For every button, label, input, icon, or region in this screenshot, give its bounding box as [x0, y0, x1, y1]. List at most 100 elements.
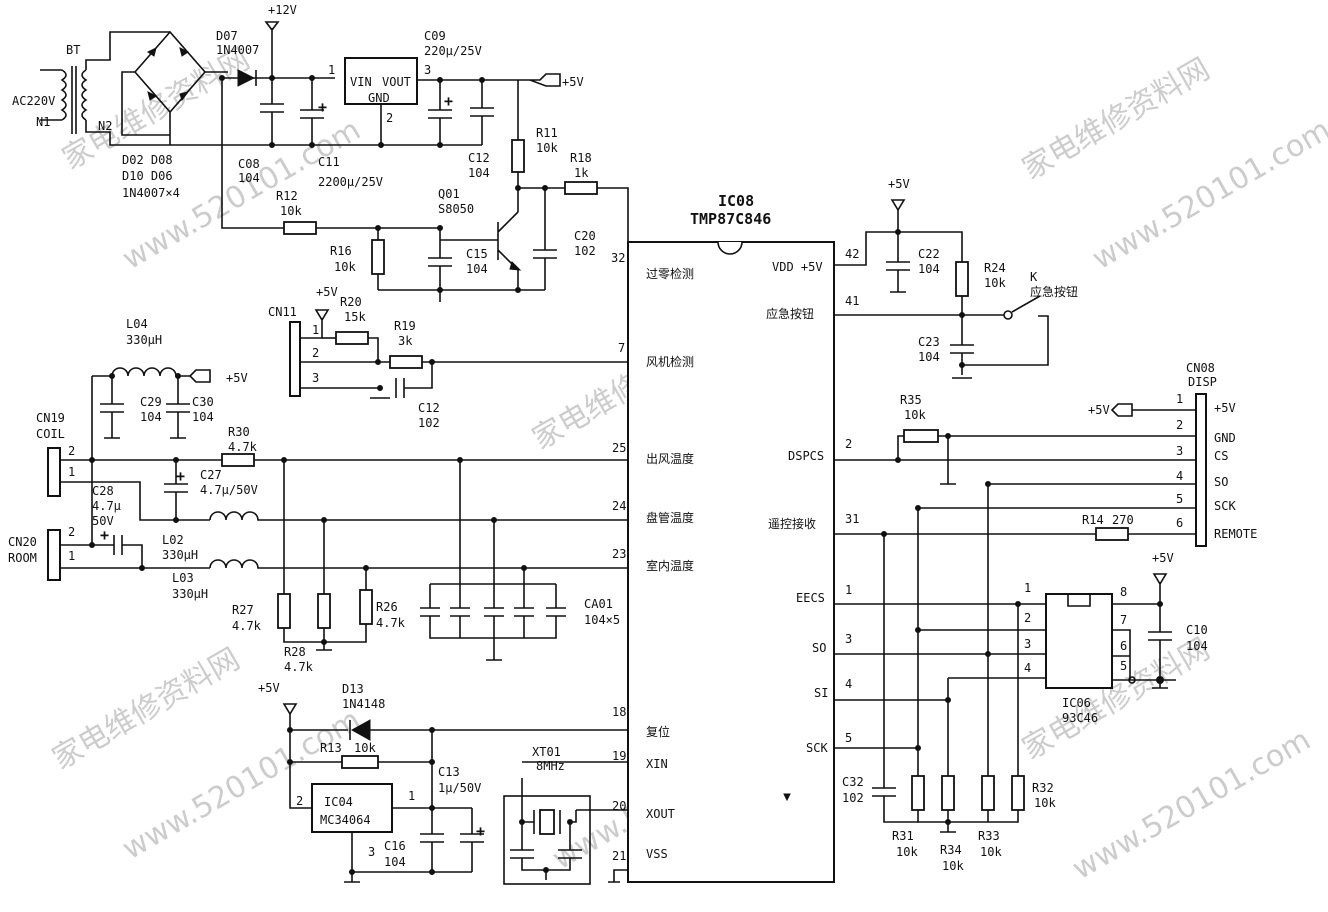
cn08-connector — [1195, 393, 1207, 547]
r24-resistor — [955, 261, 969, 297]
r18-resistor — [564, 181, 598, 195]
r12-resistor — [283, 221, 317, 235]
cn8-pin-5v: +5V — [1214, 401, 1236, 415]
r12-value: 10k — [280, 204, 302, 218]
c23-label: C23 — [918, 335, 940, 349]
c08-value: 104 — [238, 171, 260, 185]
svg-text:3: 3 — [1024, 637, 1031, 651]
r24-label: R24 — [984, 261, 1006, 275]
n2-label: N2 — [98, 119, 112, 133]
svg-text:3: 3 — [368, 845, 375, 859]
bridge-label-3: 1N4007×4 — [122, 186, 180, 200]
c29-value: 104 — [140, 410, 162, 424]
disp-label: DISP — [1188, 375, 1217, 389]
pin-dspcs: DSPCS — [788, 449, 824, 463]
r32-value: 10k — [1034, 796, 1056, 810]
c20-label: C20 — [574, 229, 596, 243]
r19-label: R19 — [394, 319, 416, 333]
c12b-value: 102 — [418, 416, 440, 430]
reg-pin3: 3 — [424, 63, 431, 77]
plus5v-vdd-label: +5V — [888, 177, 910, 191]
c15-label: C15 — [466, 247, 488, 261]
vin-label: VIN — [350, 75, 372, 89]
r27-value: 4.7k — [232, 619, 262, 633]
r19-resistor — [389, 355, 423, 369]
svg-text:2: 2 — [312, 346, 319, 360]
eeprom-circuit: IC06 93C46 1 2 3 4 8 7 6 5 1 3 4 5 +5V C… — [834, 481, 1208, 873]
transformer-primary — [60, 69, 67, 121]
pin7-label: 7 — [618, 341, 625, 355]
r30-value: 4.7k — [228, 440, 258, 454]
reg-pin1: 1 — [328, 63, 335, 77]
r14-label: R14 — [1082, 513, 1104, 527]
svg-text:2: 2 — [68, 444, 75, 458]
r16-value: 10k — [334, 260, 356, 274]
svg-text:6: 6 — [1120, 639, 1127, 653]
sensor-inputs: CN19 COIL 2 1 R30 4.7k 25 + C27 4.7μ/50V… — [8, 411, 628, 674]
ic04-part: MC34064 — [320, 813, 371, 827]
bridge-label-1: D02 D08 — [122, 153, 173, 167]
pin-xin: XIN — [646, 757, 668, 771]
r26-resistor — [359, 589, 373, 625]
l04-filter: L04 330μH +5V C29 104 C30 104 — [91, 317, 248, 460]
svg-text:1: 1 — [312, 323, 319, 337]
d13-value: 1N4148 — [342, 697, 385, 711]
c09-value: 220μ/25V — [424, 44, 482, 58]
pin-si-num: 4 — [845, 677, 852, 691]
xt01-label: XT01 — [532, 745, 561, 759]
r16-label: R16 — [330, 244, 352, 258]
svg-text:2: 2 — [68, 525, 75, 539]
l02-value: 330μH — [162, 548, 198, 562]
xt01-value: 8MHz — [536, 759, 565, 773]
c28-value-1: 4.7μ — [92, 499, 121, 513]
r33-value: 10k — [980, 845, 1002, 859]
c16-value: 104 — [384, 855, 406, 869]
r34-resistor — [941, 775, 955, 811]
c09-label: C09 — [424, 29, 446, 43]
r14-resistor — [1095, 527, 1129, 541]
d07-label: D07 — [216, 29, 238, 43]
c27-value: 4.7μ/50V — [200, 483, 258, 497]
svg-text:3: 3 — [312, 371, 319, 385]
pin-so: SO — [812, 641, 826, 655]
cn08-label: CN08 — [1186, 361, 1215, 375]
pin-vss: VSS — [646, 847, 668, 861]
cn11-connector — [289, 321, 301, 397]
c20-value: 102 — [574, 244, 596, 258]
cn8-pin-remote: REMOTE — [1214, 527, 1257, 541]
cn11-label: CN11 — [268, 305, 297, 319]
cn19-connector — [47, 447, 61, 497]
svg-text:+: + — [318, 98, 327, 116]
r30-resistor — [221, 453, 255, 467]
svg-text:4: 4 — [1176, 469, 1183, 483]
c13-value: 1μ/50V — [438, 781, 481, 795]
pin20-label: 20 — [612, 799, 626, 813]
zero-cross-circuit: R11 10k R18 1k Q01 S8050 C20 102 R12 10k… — [219, 75, 629, 302]
r24-value: 10k — [984, 276, 1006, 290]
ca01-label: CA01 — [584, 597, 613, 611]
pin19-label: 19 — [612, 749, 626, 763]
q01-value: S8050 — [438, 202, 474, 216]
r20-resistor — [335, 331, 369, 345]
svg-text:3: 3 — [1176, 444, 1183, 458]
r26-value: 4.7k — [376, 616, 406, 630]
r34-value: 10k — [942, 859, 964, 873]
l03-value: 330μH — [172, 587, 208, 601]
watermark-text: www.520101.com — [1067, 722, 1317, 887]
pin24-label: 24 — [612, 499, 626, 513]
ca01-value: 104×5 — [584, 613, 620, 627]
svg-text:+: + — [444, 92, 453, 110]
ic08-part: TMP87C846 — [690, 210, 771, 228]
c15-value: 104 — [466, 262, 488, 276]
pin-eecs: EECS — [796, 591, 825, 605]
ic06-label: IC06 — [1062, 696, 1091, 710]
c12b-label: C12 — [418, 401, 440, 415]
ic06-eeprom — [1045, 593, 1113, 689]
r31-resistor — [911, 775, 925, 811]
pin-vdd: VDD +5V — [772, 260, 823, 274]
r35-value: 10k — [904, 408, 926, 422]
k-label: K — [1030, 270, 1038, 284]
pin-si: SI — [814, 686, 828, 700]
plus5v-cn11-label: +5V — [316, 285, 338, 299]
r18-value: 1k — [574, 166, 589, 180]
